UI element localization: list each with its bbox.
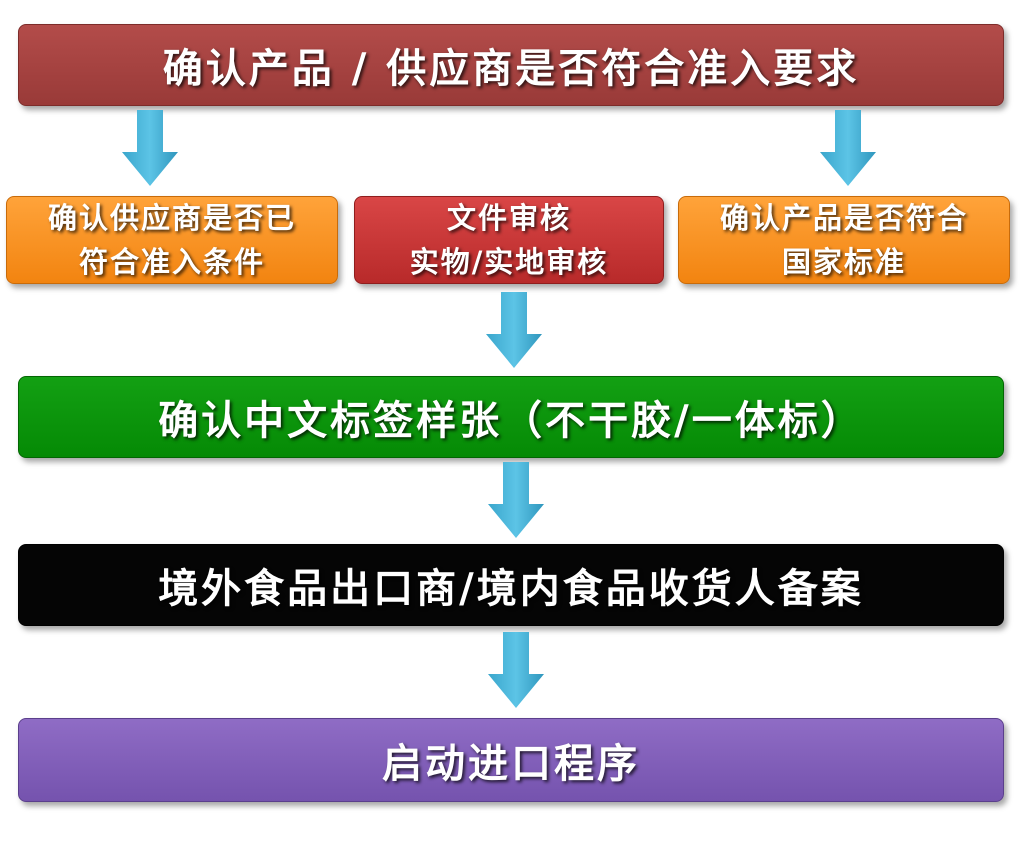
- down-arrow-icon: [122, 110, 178, 186]
- step-product-standard-line1: 确认产品是否符合: [719, 201, 968, 235]
- step-document-audit: 文件审核 实物/实地审核: [354, 196, 664, 284]
- step-exporter-importer-record: 境外食品出口商/境内食品收货人备案: [18, 544, 1004, 626]
- step-product-standard: 确认产品是否符合 国家标准: [678, 196, 1010, 284]
- step-start-import-text: 启动进口程序: [382, 740, 640, 787]
- step-start-import: 启动进口程序: [18, 718, 1004, 802]
- step-product-standard-line2: 国家标准: [781, 245, 906, 279]
- step-supplier-check-line2: 符合准入条件: [78, 245, 265, 279]
- down-arrow-icon: [486, 292, 542, 368]
- step-confirm-admission: 确认产品 / 供应商是否符合准入要求: [18, 24, 1004, 106]
- step-confirm-admission-text: 确认产品 / 供应商是否符合准入要求: [162, 45, 860, 92]
- step-document-audit-line1: 文件审核: [446, 201, 571, 235]
- down-arrow-icon: [820, 110, 876, 186]
- step-supplier-check: 确认供应商是否已 符合准入条件: [6, 196, 338, 284]
- step-chinese-label: 确认中文标签样张（不干胶/一体标）: [18, 376, 1004, 458]
- step-supplier-check-line1: 确认供应商是否已: [47, 201, 296, 235]
- step-document-audit-line2: 实物/实地审核: [409, 245, 609, 279]
- down-arrow-icon: [488, 462, 544, 538]
- step-exporter-importer-record-text: 境外食品出口商/境内食品收货人备案: [158, 565, 864, 612]
- step-chinese-label-text: 确认中文标签样张（不干胶/一体标）: [158, 397, 864, 444]
- down-arrow-icon: [488, 632, 544, 708]
